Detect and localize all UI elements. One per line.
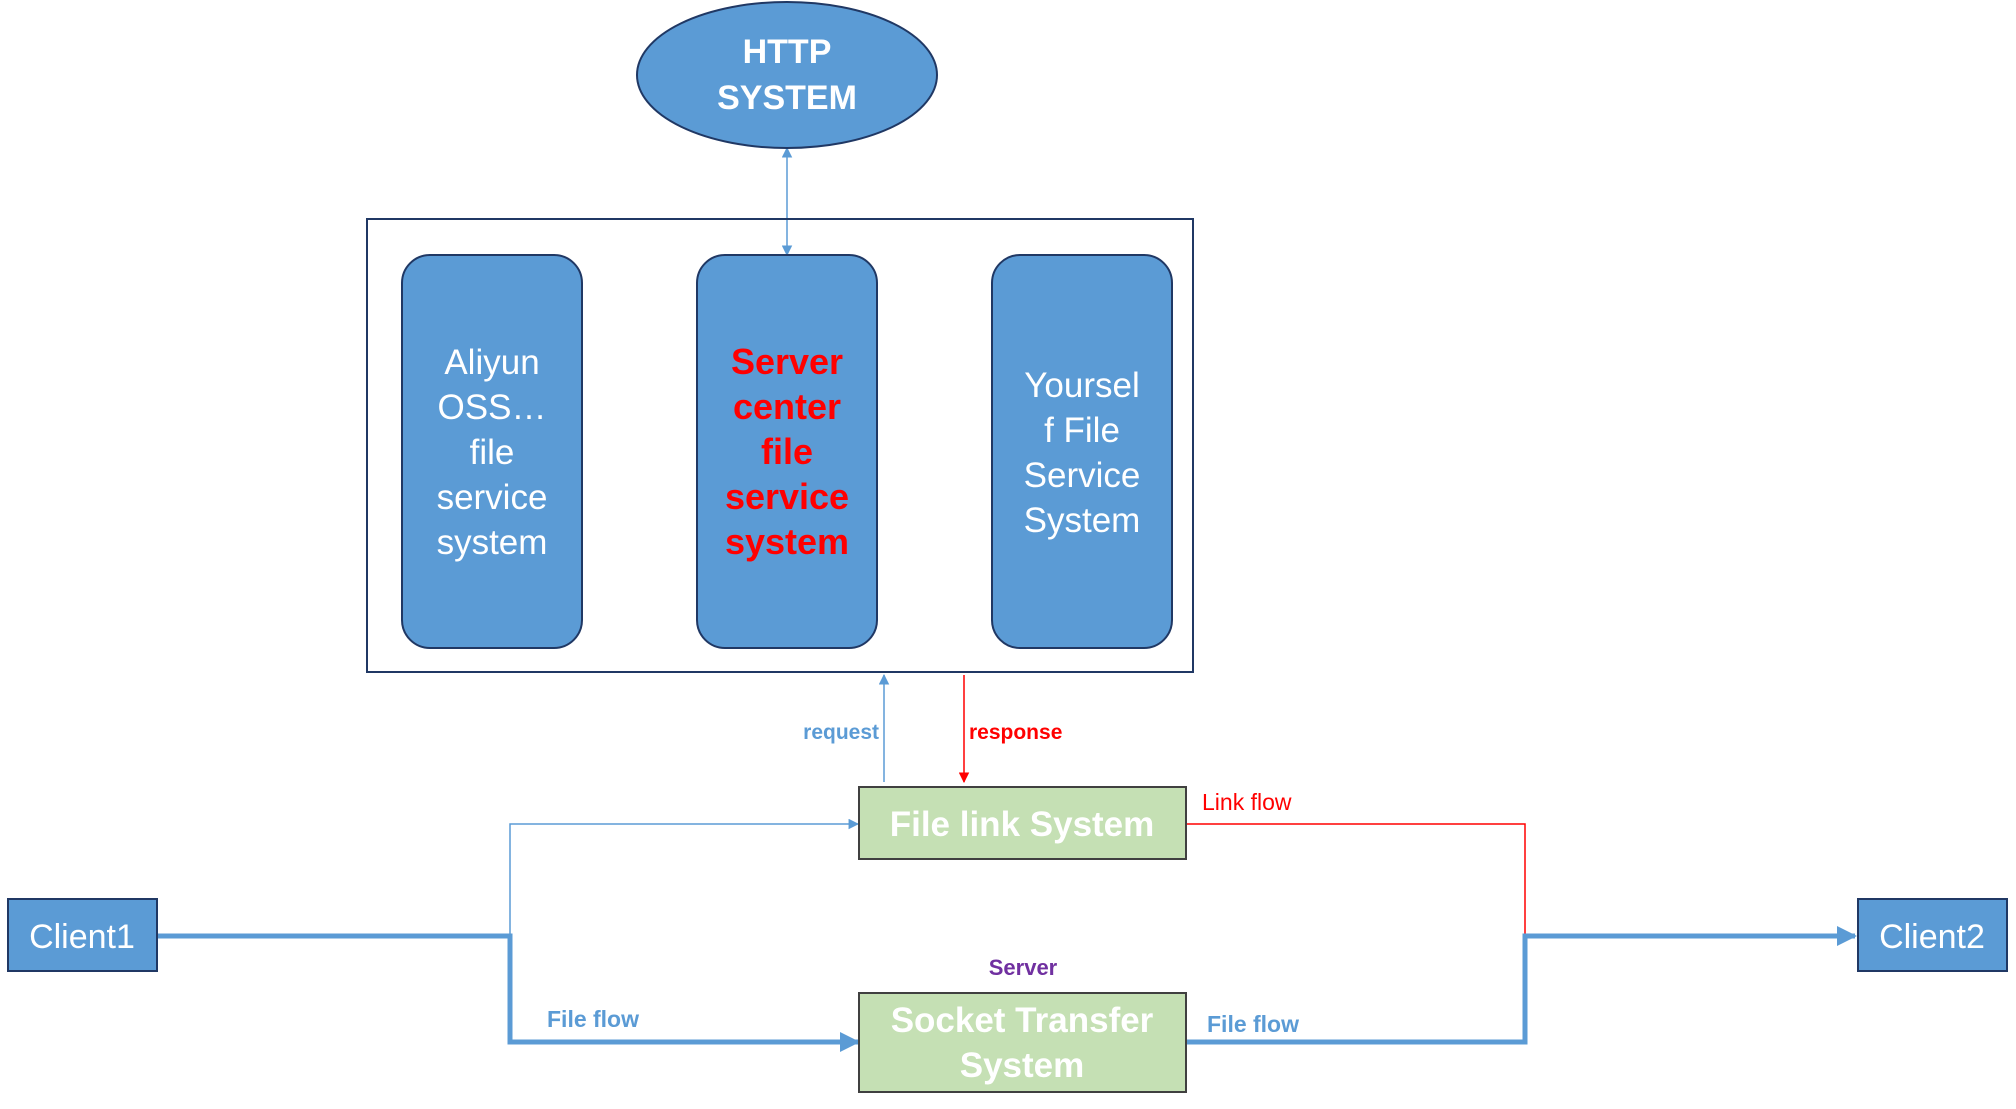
server-center-label-line2: center — [733, 386, 841, 427]
file-service-container — [366, 218, 1194, 673]
aliyun-label-line3: file — [470, 433, 515, 472]
client1-label: Client1 — [29, 918, 135, 956]
http-system-node: HTTP SYSTEM — [636, 1, 938, 149]
file-link-system-node: File link System — [858, 786, 1187, 860]
yourself-file-service-node: Yoursel f File Service System — [991, 254, 1173, 649]
link-flow-label: Link flow — [1202, 789, 1292, 815]
file-flow-right-label: File flow — [1207, 1011, 1299, 1037]
server-center-label-line4: service — [725, 476, 849, 517]
socket-to-client2-edge — [1187, 926, 1857, 1045]
socket-transfer-node: Socket Transfer System — [858, 992, 1187, 1093]
yourself-label-line3: Service — [1024, 456, 1141, 495]
client1-to-file-link-edge — [509, 818, 860, 936]
yourself-label-line1: Yoursel — [1024, 366, 1139, 405]
aliyun-oss-node: Aliyun OSS… file service system — [401, 254, 583, 649]
aliyun-label-line4: service — [437, 478, 548, 517]
yourself-label-line4: System — [1024, 501, 1141, 540]
http-system-label-line2: SYSTEM — [717, 79, 857, 117]
server-center-label-line3: file — [761, 431, 813, 472]
client2-label: Client2 — [1879, 918, 1985, 956]
server-center-node: Server center file service system — [696, 254, 878, 649]
file-link-system-label: File link System — [890, 805, 1155, 844]
client1-to-socket-edge — [158, 933, 860, 1052]
aliyun-label-line1: Aliyun — [444, 343, 539, 382]
socket-transfer-label-line1: Socket Transfer — [891, 1001, 1154, 1040]
response-label: response — [969, 721, 1062, 744]
server-center-label-line1: Server — [731, 341, 843, 382]
request-label: request — [803, 721, 879, 744]
server-center-label-line5: system — [725, 521, 849, 562]
http-system-label-line1: HTTP — [743, 33, 832, 71]
client2-node: Client2 — [1857, 898, 2008, 972]
socket-transfer-label-line2: System — [960, 1046, 1085, 1085]
yourself-label-line2: f File — [1044, 411, 1120, 450]
aliyun-label-line2: OSS… — [438, 388, 547, 427]
link-flow-edge — [1187, 823, 1526, 936]
file-flow-left-label: File flow — [547, 1006, 639, 1032]
client1-node: Client1 — [7, 898, 158, 972]
socket-transfer-caption: Server — [989, 955, 1058, 980]
aliyun-label-line5: system — [437, 523, 548, 562]
